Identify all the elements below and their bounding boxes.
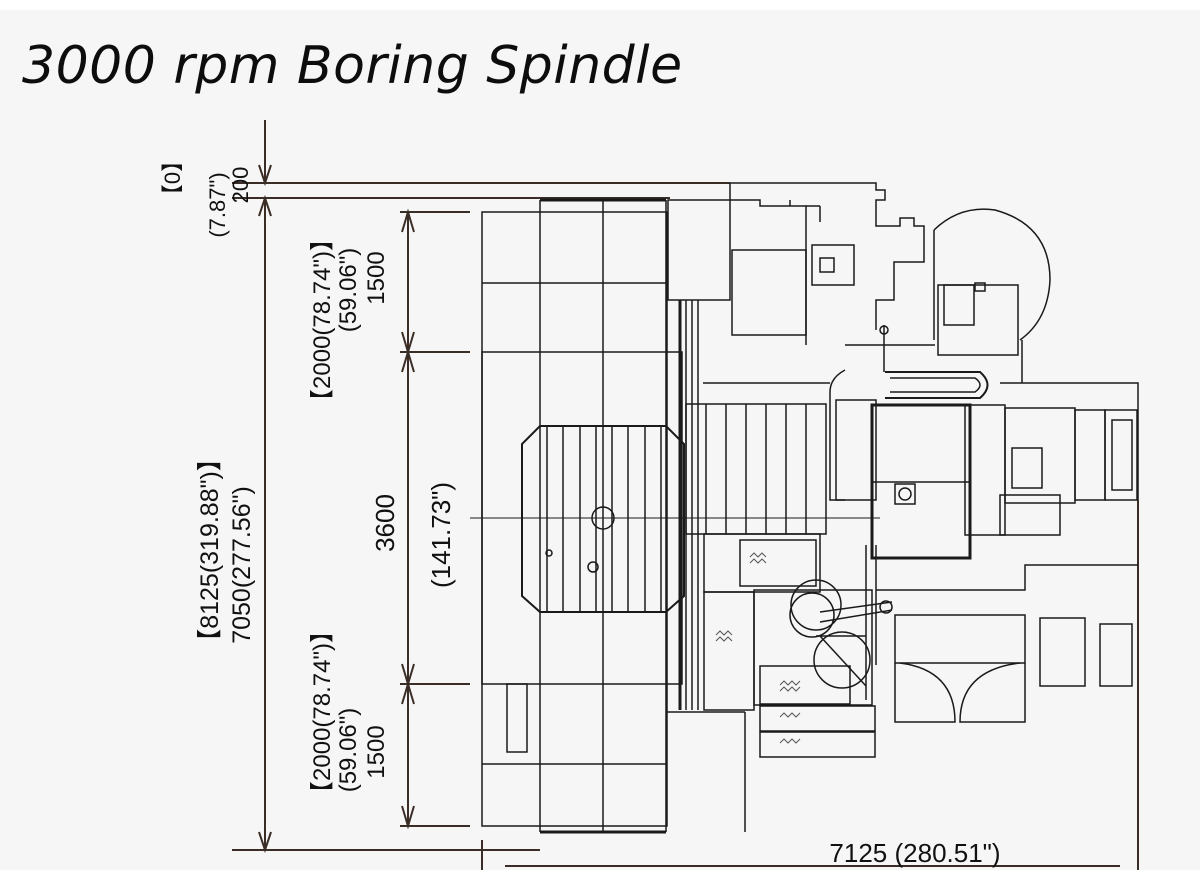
dim-upper-travel-imperial: (59.06") [335, 248, 362, 333]
dim-top-offset-bracket: 【0】 [160, 150, 185, 206]
dim-lower-travel-imperial: (59.06") [335, 708, 362, 793]
dim-overall-length: 7050(277.56") [228, 486, 256, 644]
dim-top-offset-imperial: (7.87") [205, 172, 230, 237]
dim-overall-width: 7125 (280.51") [829, 838, 1000, 868]
dim-upper-travel: 1500 [363, 251, 390, 304]
dimension-lines [232, 120, 1139, 870]
diagram-title: 3000 rpm Boring Spindle [22, 36, 683, 96]
dim-lower-travel-bracket: 【2000(78.74")】 [309, 619, 336, 805]
dim-top-offset: 200 [228, 167, 253, 204]
dim-upper-travel-bracket: 【2000(78.74")】 [309, 227, 336, 413]
dim-table-length-imperial: (141.73") [426, 482, 456, 588]
hatch-marks [715, 552, 801, 744]
top-border [0, 0, 1200, 10]
dim-lower-travel: 1500 [363, 725, 390, 778]
dim-overall-length-bracket: 【8125(319.88")】 [196, 446, 224, 654]
machine-outline [470, 182, 1139, 834]
dimension-labels: 【0】 (7.87") 200 【8125(319.88")】 7050(277… [160, 150, 1001, 868]
dim-table-length: 3600 [370, 494, 400, 552]
